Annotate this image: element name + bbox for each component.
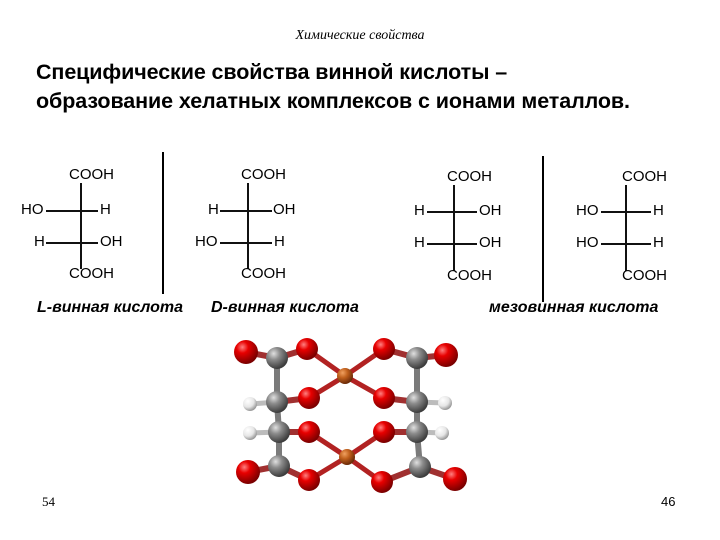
top-group: COOH xyxy=(622,168,667,185)
row2-right: H xyxy=(274,233,285,250)
label-l-tartaric: L-винная кислота xyxy=(37,299,184,316)
row1-bond xyxy=(427,211,477,213)
row1-right: OH xyxy=(479,202,502,219)
row1-bond xyxy=(220,210,272,212)
row1-right: OH xyxy=(273,201,296,218)
row2-right: OH xyxy=(100,233,123,250)
row2-bond xyxy=(220,242,272,244)
backbone-bond xyxy=(453,185,455,271)
title-line-2: образование хелатных комплексов с ионами… xyxy=(36,89,630,113)
divider-meso xyxy=(542,156,544,302)
backbone-bond xyxy=(247,183,249,269)
bottom-group: COOH xyxy=(69,265,114,282)
top-group: COOH xyxy=(447,168,492,185)
row1-left: H xyxy=(208,201,219,218)
label-d-tartaric: D-винная кислота xyxy=(211,299,359,316)
backbone-bond xyxy=(80,183,82,269)
row2-right: H xyxy=(653,234,664,251)
slide-title: Специфические свойства винной кислоты – … xyxy=(36,58,630,116)
row2-bond xyxy=(46,242,98,244)
bottom-group: COOH xyxy=(447,267,492,284)
row2-left: H xyxy=(414,234,425,251)
divider-l-d xyxy=(162,152,164,294)
row1-bond xyxy=(601,211,651,213)
row2-bond xyxy=(427,243,477,245)
row1-right: H xyxy=(100,201,111,218)
page-number-right: 46 xyxy=(661,494,676,509)
row1-left: HO xyxy=(21,201,44,218)
title-line-1: Специфические свойства винной кислоты – xyxy=(36,60,508,84)
top-group: COOH xyxy=(241,166,286,183)
row2-bond xyxy=(601,243,651,245)
row1-right: H xyxy=(653,202,664,219)
atoms xyxy=(234,338,467,493)
bottom-group: COOH xyxy=(241,265,286,282)
row1-bond xyxy=(46,210,98,212)
backbone-bond xyxy=(625,185,627,271)
row2-left: HO xyxy=(195,233,218,250)
row2-left: H xyxy=(34,233,45,250)
bottom-group: COOH xyxy=(622,267,667,284)
page-number-left: 54 xyxy=(42,494,55,509)
row2-right: OH xyxy=(479,234,502,251)
row1-left: HO xyxy=(576,202,599,219)
top-group: COOH xyxy=(69,166,114,183)
label-meso-tartaric: мезовинная кислота xyxy=(489,299,659,316)
slide-header: Химические свойства xyxy=(295,28,425,43)
row2-left: HO xyxy=(576,234,599,251)
row1-left: H xyxy=(414,202,425,219)
